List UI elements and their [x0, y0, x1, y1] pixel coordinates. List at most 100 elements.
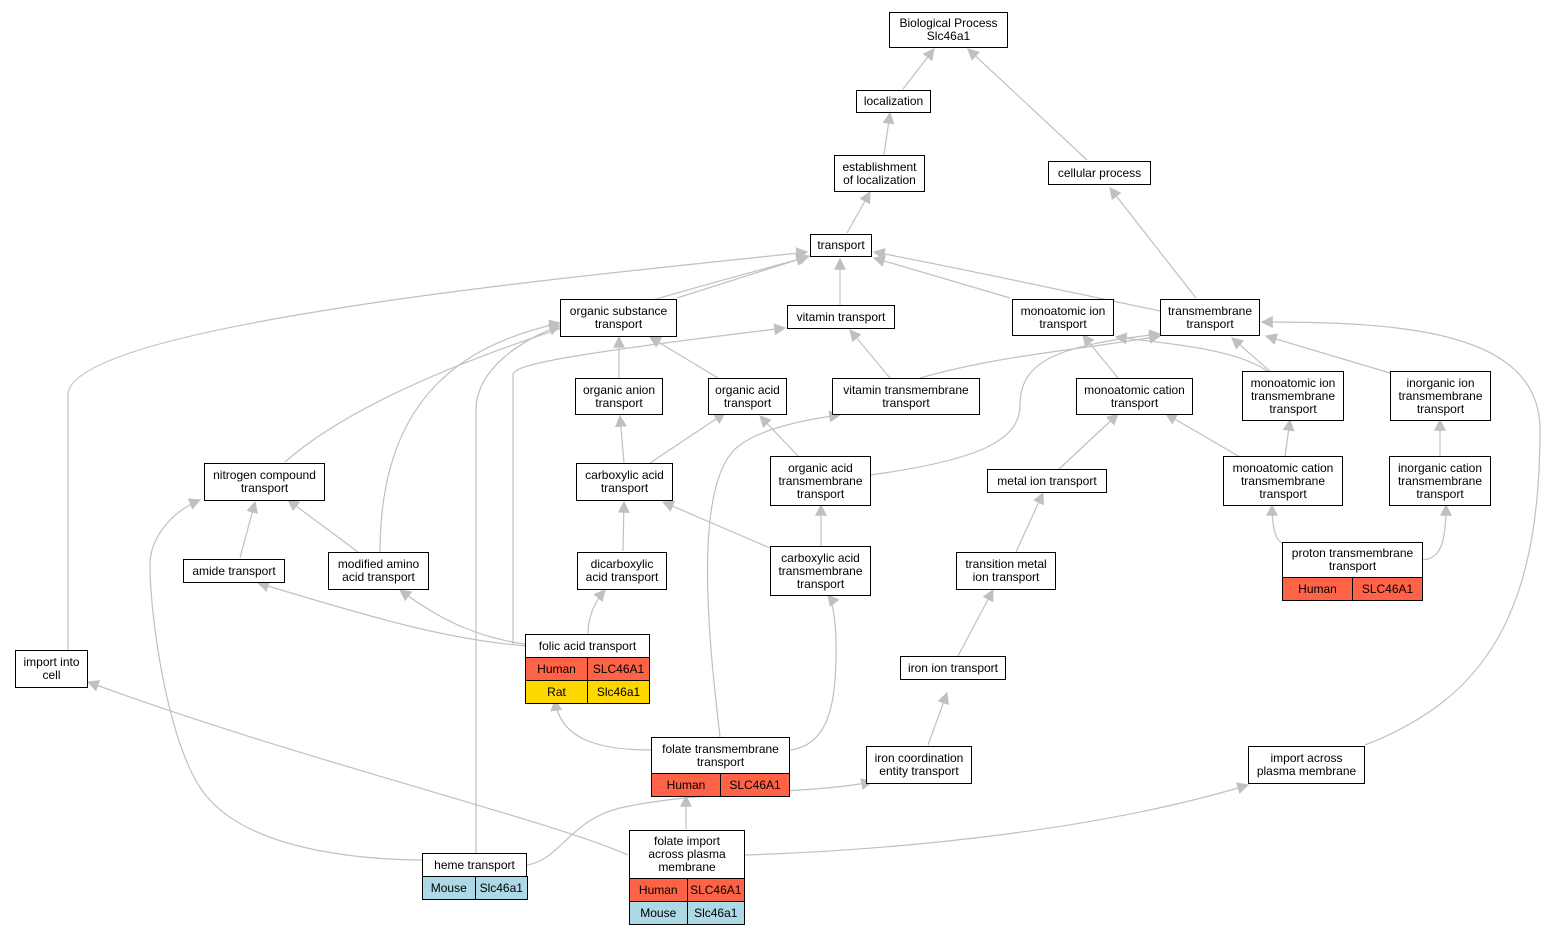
edge — [149, 498, 426, 861]
node-dicarboxylic-acid-transport[interactable]: dicarboxylic acid transport — [577, 552, 667, 590]
edge — [1266, 503, 1291, 546]
gene-annotation-table: Human SLC46A1 — [651, 773, 790, 797]
node-organic-anion-transport[interactable]: organic anion transport — [575, 378, 663, 415]
edge — [86, 680, 629, 856]
edge — [1114, 332, 1271, 374]
node-proton-transmembrane-transport[interactable]: proton transmembrane transport — [1282, 542, 1423, 578]
edge — [512, 323, 787, 644]
edge — [872, 255, 1011, 299]
node-heme-transport[interactable]: heme transport — [422, 853, 527, 877]
edge — [849, 329, 891, 379]
node-modified-amino-acid-transport[interactable]: modified amino acid transport — [328, 552, 429, 590]
edge — [550, 698, 652, 751]
node-transmembrane-transport[interactable]: transmembrane transport — [1160, 299, 1260, 336]
annotation-row: Human SLC46A1 — [526, 658, 649, 680]
node-transition-metal-ion-transport[interactable]: transition metal ion transport — [956, 552, 1056, 590]
node-monoatomic-ion-transport[interactable]: monoatomic ion transport — [1012, 299, 1114, 336]
node-vitamin-transport[interactable]: vitamin transport — [787, 305, 895, 329]
node-monoatomic-cation-transmembrane-transport[interactable]: monoatomic cation transmembrane transpor… — [1223, 456, 1343, 506]
node-carboxylic-acid-transport[interactable]: carboxylic acid transport — [576, 463, 673, 501]
gene-label: SLC46A1 — [1352, 578, 1422, 600]
gene-label: SLC46A1 — [686, 879, 745, 901]
node-carboxylic-acid-transmembrane-transport[interactable]: carboxylic acid transmembrane transport — [770, 546, 871, 596]
node-import-into-cell[interactable]: import into cell — [15, 650, 88, 688]
edge — [649, 412, 726, 464]
node-folate-transmembrane-transport[interactable]: folate transmembrane transport — [651, 737, 790, 774]
node-organic-substance-transport[interactable]: organic substance transport — [560, 299, 677, 337]
edge — [256, 580, 528, 647]
node-inorganic-cation-transmembrane-transport[interactable]: inorganic cation transmembrane transport — [1389, 456, 1491, 506]
edge — [919, 331, 1162, 379]
node-monoatomic-ion-transmembrane-transport[interactable]: monoatomic ion transmembrane transport — [1242, 371, 1344, 421]
edge — [1231, 337, 1273, 374]
edge — [399, 589, 541, 647]
gene-label: SLC46A1 — [720, 774, 789, 796]
edge — [1419, 503, 1452, 561]
species-label: Human — [1298, 582, 1337, 596]
gene-label: Slc46a1 — [686, 902, 745, 924]
species-label: Human — [666, 778, 706, 792]
node-import-across-plasma-membrane[interactable]: import across plasma membrane — [1248, 746, 1365, 784]
species-label: Mouse — [430, 881, 467, 895]
edge — [614, 414, 627, 464]
edge — [1264, 333, 1391, 374]
annotation-row: Human SLC46A1 — [652, 774, 789, 796]
node-organic-acid-transport[interactable]: organic acid transport — [708, 378, 787, 415]
species-label: Rat — [547, 685, 566, 699]
node-biological-process[interactable]: Biological Process Slc46a1 — [889, 12, 1008, 48]
annotation-row: Rat Slc46a1 — [526, 680, 649, 703]
node-organic-acid-transmembrane-transport[interactable]: organic acid transmembrane transport — [770, 456, 871, 506]
edge — [706, 410, 842, 738]
edge — [617, 500, 630, 552]
edge — [1260, 316, 1541, 746]
edge — [759, 415, 799, 457]
node-transport[interactable]: transport — [810, 234, 872, 257]
annotation-row: Mouse Slc46a1 — [423, 877, 527, 899]
edge — [661, 500, 771, 549]
node-nitrogen-compound-transport[interactable]: nitrogen compound transport — [204, 463, 325, 501]
edge — [882, 111, 895, 156]
edge — [287, 499, 359, 553]
species-label: Mouse — [640, 906, 677, 920]
node-amide-transport[interactable]: amide transport — [183, 559, 285, 583]
node-establishment-of-localization[interactable]: establishment of localization — [834, 155, 925, 192]
edge — [587, 589, 606, 635]
node-iron-ion-transport[interactable]: iron ion transport — [900, 656, 1006, 680]
edge — [526, 778, 874, 866]
gene-annotation-table: Mouse Slc46a1 — [422, 876, 528, 900]
node-cellular-process[interactable]: cellular process — [1048, 161, 1151, 185]
edge — [902, 48, 935, 90]
gene-label: Slc46a1 — [474, 877, 528, 899]
edge — [967, 48, 1088, 161]
edge — [1082, 334, 1119, 379]
edge — [872, 248, 1161, 312]
annotation-row: Mouse Slc46a1 — [630, 901, 744, 924]
node-inorganic-ion-transmembrane-transport[interactable]: inorganic ion transmembrane transport — [1390, 371, 1491, 421]
edge — [1164, 413, 1241, 458]
edge — [846, 190, 871, 234]
species-label: Human — [537, 662, 576, 676]
edge — [1015, 491, 1044, 553]
annotation-row: Human SLC46A1 — [1283, 578, 1422, 600]
gene-label: SLC46A1 — [587, 658, 649, 680]
edge — [1057, 413, 1119, 471]
node-localization[interactable]: localization — [856, 90, 931, 113]
node-folic-acid-transport[interactable]: folic acid transport — [525, 634, 650, 658]
edge — [869, 329, 1162, 476]
node-iron-coordination-entity-transport[interactable]: iron coordination entity transport — [866, 746, 972, 784]
edge — [284, 254, 809, 463]
gene-annotation-table: Human SLC46A1 — [1282, 577, 1423, 601]
edge — [927, 691, 949, 746]
node-monoatomic-cation-transport[interactable]: monoatomic cation transport — [1076, 378, 1193, 415]
edge — [475, 323, 562, 853]
gene-label: Slc46a1 — [587, 681, 649, 703]
node-vitamin-transmembrane-transport[interactable]: vitamin transmembrane transport — [832, 378, 980, 415]
node-folate-import-across-plasma-membrane[interactable]: folate import across plasma membrane — [629, 830, 745, 879]
edge — [957, 588, 994, 657]
node-metal-ion-transport[interactable]: metal ion transport — [987, 469, 1107, 493]
edge — [1109, 187, 1197, 299]
